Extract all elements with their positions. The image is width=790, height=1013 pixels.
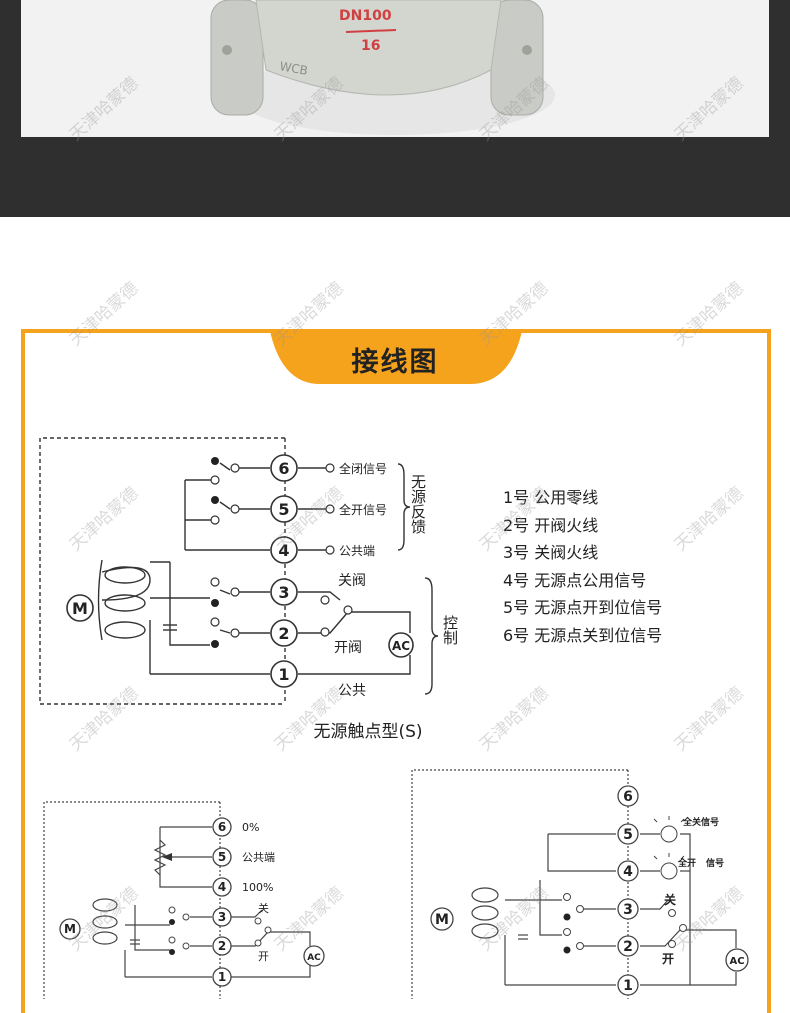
s-closed-signal: 全闭信号 bbox=[339, 461, 387, 476]
lamp-closed-signal: 全关信号 bbox=[682, 816, 719, 828]
legend-item: 6号 无源点关到位信号 bbox=[503, 625, 663, 645]
pot-terminal-4: 4 bbox=[218, 880, 226, 894]
s-terminal-4: 4 bbox=[278, 541, 289, 560]
lamp-open-signal-b: 信号 bbox=[706, 857, 724, 869]
lamp-terminal-1: 1 bbox=[623, 978, 633, 994]
s-close-label: 关阀 bbox=[338, 573, 366, 589]
legend-item: 3号 关阀火线 bbox=[503, 543, 599, 562]
pot-terminal-5: 5 bbox=[218, 850, 226, 864]
photo-material-label: WCB bbox=[278, 59, 308, 78]
s-open-label: 开阀 bbox=[334, 640, 362, 656]
s-terminal-3: 3 bbox=[278, 583, 289, 602]
s-terminal-1: 1 bbox=[278, 665, 289, 684]
s-terminal-5: 5 bbox=[278, 500, 289, 519]
pot-terminal-2: 2 bbox=[218, 939, 226, 953]
pot-motor-label: M bbox=[64, 922, 76, 936]
pot-ac-label: AC bbox=[307, 953, 321, 963]
s-terminal-2: 2 bbox=[278, 624, 289, 643]
s-common-feedback: 公共端 bbox=[339, 544, 375, 558]
s-motor-label: M bbox=[72, 599, 88, 618]
pot-close-label: 关 bbox=[258, 901, 269, 915]
s-open-signal: 全开信号 bbox=[339, 502, 387, 517]
s-terminal-6: 6 bbox=[278, 459, 289, 478]
pot-full-label: 100% bbox=[242, 881, 273, 894]
legend-item: 4号 无源点公用信号 bbox=[503, 570, 647, 590]
lamp-terminal-6: 6 bbox=[623, 789, 633, 805]
pot-terminal-1: 1 bbox=[218, 970, 226, 984]
pot-terminal-6: 6 bbox=[218, 820, 226, 834]
s-feedback-group-label: 无源反馈 bbox=[409, 474, 427, 534]
lamp-terminal-3: 3 bbox=[623, 902, 633, 918]
legend-item: 5号 无源点开到位信号 bbox=[503, 598, 663, 617]
page-title: 接线图 bbox=[351, 347, 439, 378]
photo-pn-label: 16 bbox=[361, 38, 380, 54]
lamp-terminal-4: 4 bbox=[623, 864, 633, 880]
pot-terminal-3: 3 bbox=[218, 910, 226, 924]
lamp-open-label: 开 bbox=[662, 952, 674, 966]
lamp-open-signal-a: 全开 bbox=[677, 857, 696, 869]
legend-item: 1号 公用零线 bbox=[503, 488, 599, 507]
lamp-close-label: 关 bbox=[664, 892, 676, 907]
lamp-terminal-2: 2 bbox=[623, 939, 633, 955]
pot-zero-label: 0% bbox=[242, 821, 259, 834]
photo-dn-label: DN100 bbox=[339, 8, 392, 24]
s-common-label: 公共 bbox=[338, 683, 366, 699]
pot-common-label: 公共端 bbox=[242, 851, 275, 864]
terminal-legend: 1号 公用零线 2号 开阀火线 3号 关阀火线 4号 无源点公用信号 5号 无源… bbox=[503, 484, 662, 649]
s-control-group-label: 控制 bbox=[441, 615, 459, 645]
pot-open-label: 开 bbox=[258, 950, 269, 963]
s-caption: 无源触点型(S) bbox=[313, 722, 422, 742]
lamp-terminal-5: 5 bbox=[623, 827, 633, 843]
lamp-ac-label: AC bbox=[729, 956, 744, 967]
lamp-motor-label: M bbox=[435, 912, 449, 928]
legend-item: 2号 开阀火线 bbox=[503, 515, 599, 535]
valve-photo: DN100 16 WCB bbox=[21, 0, 769, 137]
s-ac-label: AC bbox=[392, 639, 410, 653]
